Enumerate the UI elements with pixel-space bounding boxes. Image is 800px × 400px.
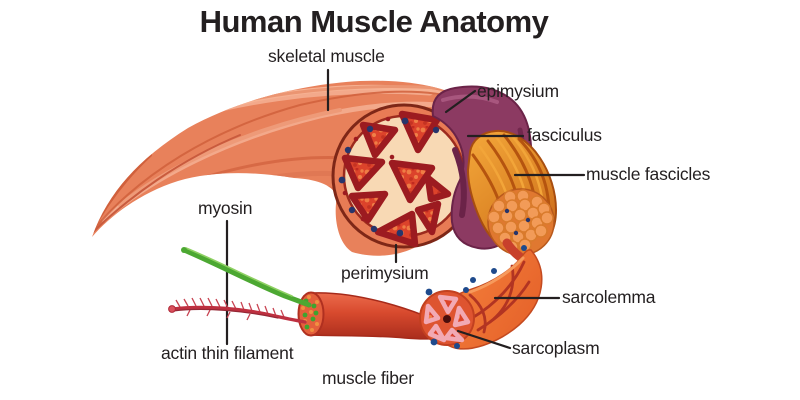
label-muscle-fascicles: muscle fascicles bbox=[586, 164, 711, 184]
fiber-navy-accents bbox=[470, 245, 527, 283]
cross-section-red-dots bbox=[342, 116, 415, 230]
actin-filament bbox=[168, 297, 307, 324]
label-sarcolemma: sarcolemma bbox=[562, 287, 656, 307]
page-title: Human Muscle Anatomy bbox=[199, 4, 549, 39]
fascicle-bundle bbox=[424, 174, 452, 203]
fascicle-bundle bbox=[388, 159, 436, 204]
sarcoplasm-lobes bbox=[423, 294, 471, 343]
myosin-filament bbox=[181, 247, 312, 308]
fascicle-cut-face bbox=[487, 188, 555, 256]
label-actin-thin-filament: actin thin filament bbox=[161, 343, 294, 363]
fascicle-bundle bbox=[414, 200, 442, 236]
label-skeletal-muscle: skeletal muscle bbox=[268, 46, 385, 66]
fascicle-bundle bbox=[359, 121, 399, 159]
fascicle-bundles bbox=[341, 110, 452, 248]
label-epimysium: epimysium bbox=[477, 81, 559, 101]
label-sarcoplasm: sarcoplasm bbox=[512, 338, 600, 358]
leader-line-sarcoplasm bbox=[456, 329, 512, 350]
myofibril-cylinder bbox=[297, 291, 459, 340]
label-fasciculus: fasciculus bbox=[527, 125, 602, 145]
fascicle-bundle bbox=[374, 210, 419, 248]
fascicle-bundle bbox=[348, 190, 389, 224]
label-perimysium: perimysium bbox=[341, 263, 429, 283]
fascicle-bundle bbox=[341, 154, 386, 192]
label-myosin: myosin bbox=[198, 198, 253, 218]
label-muscle-fiber: muscle fiber bbox=[322, 368, 414, 388]
muscle-cross-section bbox=[331, 103, 477, 249]
leader-line-epimysium bbox=[444, 89, 477, 114]
leader-lines bbox=[444, 89, 586, 350]
muscle-fascicles-bundle bbox=[466, 129, 558, 256]
fiber-cross-section bbox=[419, 287, 475, 349]
fiber-center-dot bbox=[443, 315, 451, 323]
actin-dots bbox=[301, 295, 319, 332]
fiber-face-navy-dots bbox=[425, 287, 469, 349]
fascicle-bundle bbox=[398, 110, 441, 154]
